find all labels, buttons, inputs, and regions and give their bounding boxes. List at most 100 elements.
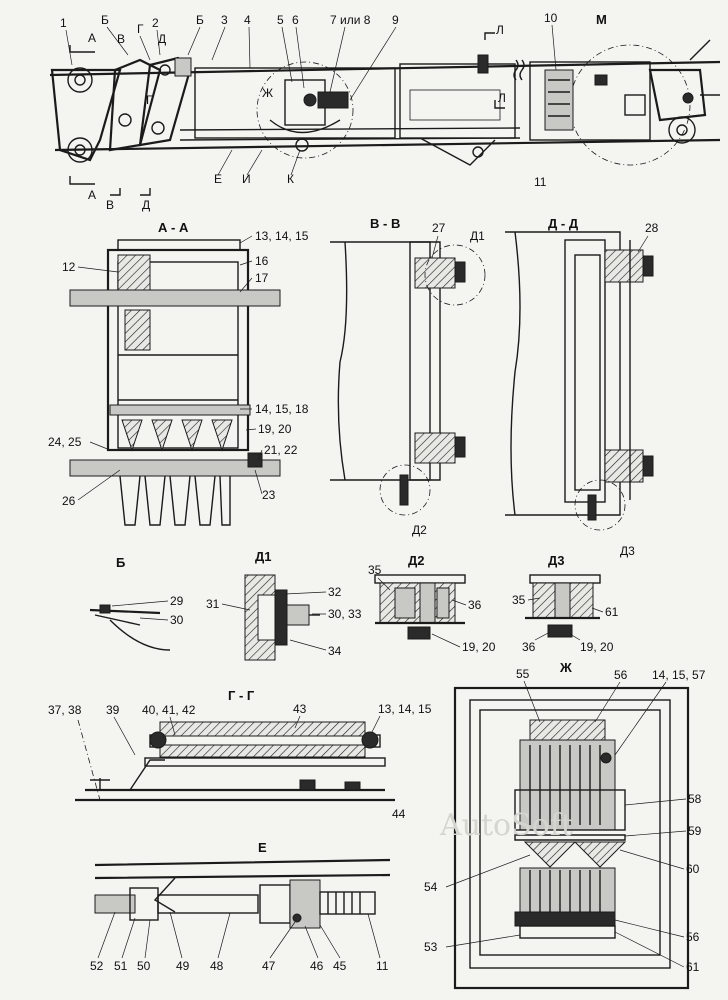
view-e: Е: [94, 840, 391, 929]
label-52: 52: [90, 959, 104, 973]
detail-b: Б: [89, 555, 171, 651]
section-aa-title: А - А: [158, 220, 189, 235]
label-9: 9: [392, 13, 399, 27]
view-zh: Ж: [453, 660, 690, 990]
label-19-20-b: 19, 20: [462, 640, 496, 654]
label-24-25: 24, 25: [48, 435, 82, 449]
detail-d3: Д3: [525, 553, 601, 638]
label-11: 11: [534, 175, 547, 189]
label-28: 28: [645, 221, 659, 235]
label-56: 56: [614, 668, 628, 682]
detail-d1-labels: 32 31 30, 33 34: [206, 585, 362, 658]
label-d-bottom: Д: [142, 198, 150, 212]
label-m: М: [596, 12, 607, 27]
label-d3: Д3: [620, 544, 635, 558]
label-l2: Л: [498, 91, 506, 105]
section-gg-labels: 37, 38 39 40, 41, 42 43 13, 14, 15 44: [48, 702, 432, 821]
detail-b-title: Б: [116, 555, 125, 570]
label-g2: Г: [146, 93, 153, 107]
label-zh: Ж: [262, 86, 273, 100]
label-14-15-57: 14, 15, 57: [652, 668, 706, 682]
label-v-bottom: В: [106, 198, 114, 212]
detail-d1: Д1: [244, 549, 320, 661]
label-39: 39: [106, 703, 120, 717]
label-a-bottom: А: [88, 188, 96, 202]
label-35-b: 35: [512, 593, 526, 607]
detail-d2: Д2: [374, 553, 466, 640]
label-23: 23: [262, 488, 276, 502]
label-55: 55: [516, 667, 530, 681]
label-a-top: А: [88, 31, 96, 45]
label-3: 3: [221, 13, 228, 27]
top-view-labels: 1 Б Г 2 Б 3 4 5 6 7 или 8 9 Л 10 М В Д А…: [60, 11, 607, 212]
detail-d1-title: Д1: [255, 549, 272, 564]
label-g: Г: [137, 22, 144, 36]
label-47: 47: [262, 959, 276, 973]
label-36-b: 36: [522, 640, 536, 654]
label-6: 6: [292, 13, 299, 27]
label-48: 48: [210, 959, 224, 973]
label-43: 43: [293, 702, 307, 716]
watermark: AutoSoft: [439, 808, 573, 843]
label-7or8: 7 или 8: [330, 13, 371, 27]
label-30-33: 30, 33: [328, 607, 362, 621]
label-61-b: 61: [686, 960, 700, 974]
section-aa-labels: 13, 14, 15 12 16 17 14, 15, 18 19, 20 21…: [48, 229, 309, 508]
label-16: 16: [255, 254, 269, 268]
label-d: Д: [158, 32, 166, 46]
label-37-38: 37, 38: [48, 703, 82, 717]
label-50: 50: [137, 959, 151, 973]
view-zh-labels: 55 56 14, 15, 57 58 59 60 54 53 56 61: [424, 667, 706, 974]
section-dd-labels: 28 Д3: [620, 221, 659, 558]
label-11-b: 11: [376, 959, 389, 973]
label-5: 5: [277, 13, 284, 27]
detail-d3-labels: 35 61 36 19, 20: [512, 593, 619, 654]
label-21-22: 21, 22: [264, 443, 298, 457]
section-dd: Д - Д: [505, 216, 654, 531]
label-v: В: [117, 32, 125, 46]
label-45: 45: [333, 959, 347, 973]
label-b2: Б: [196, 13, 204, 27]
detail-d2-title: Д2: [408, 553, 425, 568]
label-44: 44: [392, 807, 406, 821]
section-vv-labels: 27 Д1 Д2: [412, 221, 485, 537]
label-54: 54: [424, 880, 438, 894]
section-gg: Г - Г: [75, 688, 395, 802]
view-e-labels: 52 51 50 49 48 47 46 45 11: [90, 911, 389, 973]
label-19-20-c: 19, 20: [580, 640, 614, 654]
label-58: 58: [688, 792, 702, 806]
label-35: 35: [368, 563, 382, 577]
view-zh-title: Ж: [559, 660, 572, 675]
label-31: 31: [206, 597, 220, 611]
label-4: 4: [244, 13, 251, 27]
detail-b-labels: 29 30: [111, 594, 184, 627]
section-vv: В - В: [330, 216, 486, 516]
label-51: 51: [114, 959, 128, 973]
label-b: Б: [101, 13, 109, 27]
label-d2: Д2: [412, 523, 427, 537]
label-i: И: [242, 172, 251, 186]
label-29: 29: [170, 594, 184, 608]
label-60: 60: [686, 862, 700, 876]
label-30: 30: [170, 613, 184, 627]
section-gg-title: Г - Г: [228, 688, 255, 703]
label-40-41-42: 40, 41, 42: [142, 703, 196, 717]
section-dd-title: Д - Д: [548, 216, 579, 231]
label-49: 49: [176, 959, 190, 973]
label-61: 61: [605, 605, 619, 619]
label-d1: Д1: [470, 229, 485, 243]
label-2: 2: [152, 16, 159, 30]
label-12: 12: [62, 260, 76, 274]
label-k: К: [287, 172, 294, 186]
label-36: 36: [468, 598, 482, 612]
label-56-b: 56: [686, 930, 700, 944]
label-13-14-15: 13, 14, 15: [255, 229, 309, 243]
label-13-14-15-b: 13, 14, 15: [378, 702, 432, 716]
view-e-title: Е: [258, 840, 267, 855]
label-26: 26: [62, 494, 76, 508]
label-17: 17: [255, 271, 269, 285]
section-aa: А - А: [69, 220, 281, 526]
label-1: 1: [60, 16, 67, 30]
section-vv-title: В - В: [370, 216, 400, 231]
